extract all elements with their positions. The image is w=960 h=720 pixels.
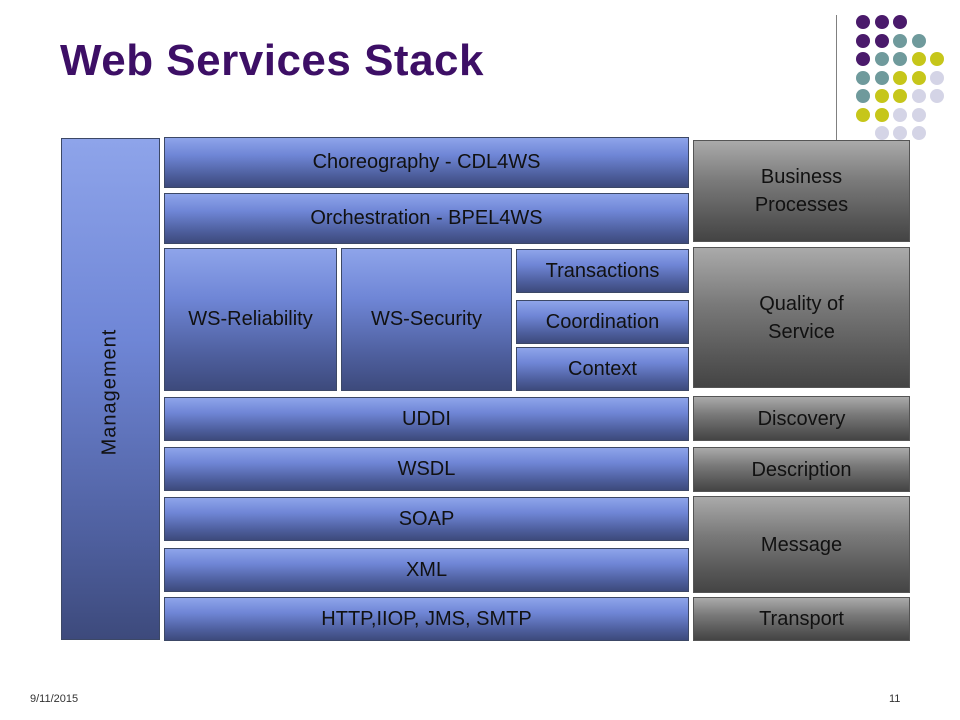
decorative-dot: [874, 70, 889, 85]
quality-of-service-label-line2: Service: [768, 320, 835, 343]
quality-of-service-box: Quality of Service: [693, 247, 910, 388]
decorative-dot: [893, 70, 907, 85]
decorative-dot: [911, 70, 926, 85]
decorative-dot: [856, 52, 870, 66]
quality-of-service-label-line1: Quality of: [759, 292, 844, 315]
slide-page-number: 11: [889, 693, 901, 705]
discovery-box: Discovery: [693, 396, 910, 441]
decorative-dot: [893, 89, 907, 103]
transport-protocols-layer: HTTP,IIOP, JMS, SMTP: [164, 597, 689, 641]
management-bar: [61, 138, 160, 640]
slide-title: Web Services Stack: [60, 36, 484, 85]
decorative-dot: [911, 107, 926, 122]
decorative-dot: [911, 52, 926, 66]
coordination-layer: Coordination: [516, 300, 689, 344]
decorative-dot: [856, 70, 870, 85]
decorative-dot: [930, 89, 944, 103]
decorative-dot: [911, 126, 926, 140]
choreography-layer: Choreography - CDL4WS: [164, 137, 689, 188]
ws-security-layer: WS-Security: [341, 248, 512, 391]
ws-reliability-layer: WS-Reliability: [164, 248, 337, 391]
decorative-dot: [856, 107, 870, 122]
transactions-layer: Transactions: [516, 249, 689, 293]
uddi-layer: UDDI: [164, 397, 689, 441]
decorative-dot: [856, 15, 870, 29]
decorative-dot: [874, 33, 889, 48]
decorative-dot: [893, 52, 907, 66]
decorative-dot: [874, 126, 889, 140]
decorative-dot: [874, 89, 889, 103]
orchestration-layer: Orchestration - BPEL4WS: [164, 193, 689, 244]
decorative-dot: [893, 15, 907, 29]
xml-layer: XML: [164, 548, 689, 592]
decorative-dot: [874, 15, 889, 29]
management-label: Management: [98, 328, 121, 456]
decorative-dot: [893, 107, 907, 122]
business-processes-label-line2: Processes: [754, 194, 849, 216]
decorative-dot: [911, 89, 926, 103]
slide-date: 9/11/2015: [30, 693, 79, 705]
decorative-dot: [874, 107, 889, 122]
decorative-dot: [930, 70, 944, 85]
context-layer: Context: [516, 347, 689, 391]
business-processes-box: Business Processes: [693, 140, 910, 242]
decorative-dot: [911, 33, 926, 48]
message-box: Message: [693, 496, 910, 593]
decorative-dot: [874, 52, 889, 66]
decorative-dot: [856, 33, 870, 48]
transport-box: Transport: [693, 597, 910, 641]
decorative-dot: [893, 33, 907, 48]
decorative-dot: [930, 52, 944, 66]
description-box: Description: [693, 447, 910, 492]
decorative-divider: [836, 15, 837, 145]
soap-layer: SOAP: [164, 497, 689, 541]
business-processes-label-line1: Business: [760, 166, 843, 188]
wsdl-layer: WSDL: [164, 447, 689, 491]
decorative-dot: [893, 126, 907, 140]
decorative-dot: [856, 89, 870, 103]
